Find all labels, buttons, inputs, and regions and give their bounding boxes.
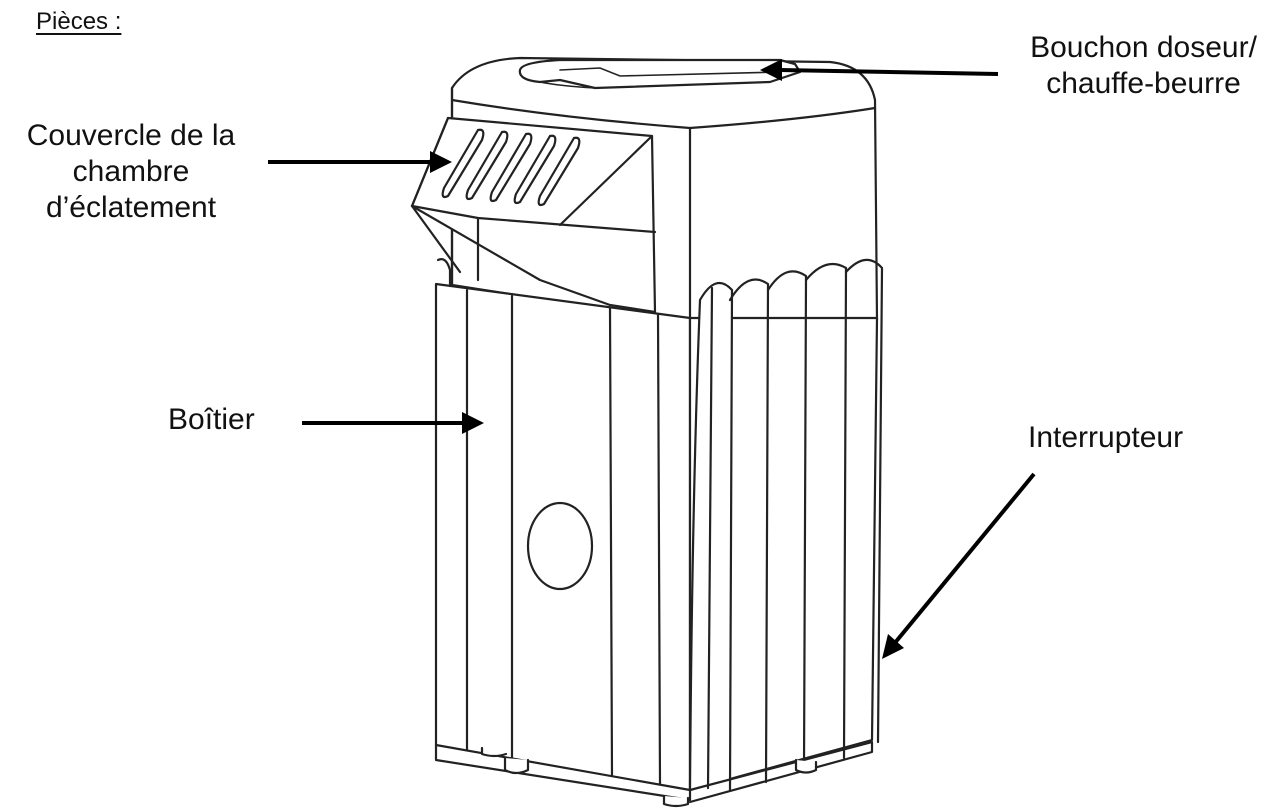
arrow-bouchon	[760, 59, 999, 81]
machine-feet	[480, 746, 818, 808]
label-line: Bouchon doseur/	[1030, 31, 1257, 64]
viewing-window	[526, 501, 594, 591]
label-switch: Interrupteur	[1028, 421, 1184, 454]
label-line: Couvercle de la	[26, 119, 236, 152]
arrow-interrupteur	[882, 472, 1036, 659]
label-line: d’éclatement	[45, 191, 217, 224]
popping-chamber-cover	[410, 116, 657, 314]
label-line: chambre	[72, 155, 190, 188]
housing-side	[688, 258, 884, 804]
label-housing: Boîtier	[168, 403, 255, 436]
arrow-couvercle	[268, 151, 452, 173]
label-line: chauffe-beurre	[1046, 67, 1241, 100]
parts-heading: Pièces :	[36, 8, 122, 35]
housing-front	[434, 258, 692, 802]
measuring-cap	[518, 58, 802, 90]
label-measuring-cap-butter-warmer: Bouchon doseur/ chauffe-beurre	[1000, 30, 1287, 102]
label-popping-chamber-cover: Couvercle de la chambre d’éclatement	[0, 118, 262, 226]
arrow-boitier	[302, 412, 484, 434]
